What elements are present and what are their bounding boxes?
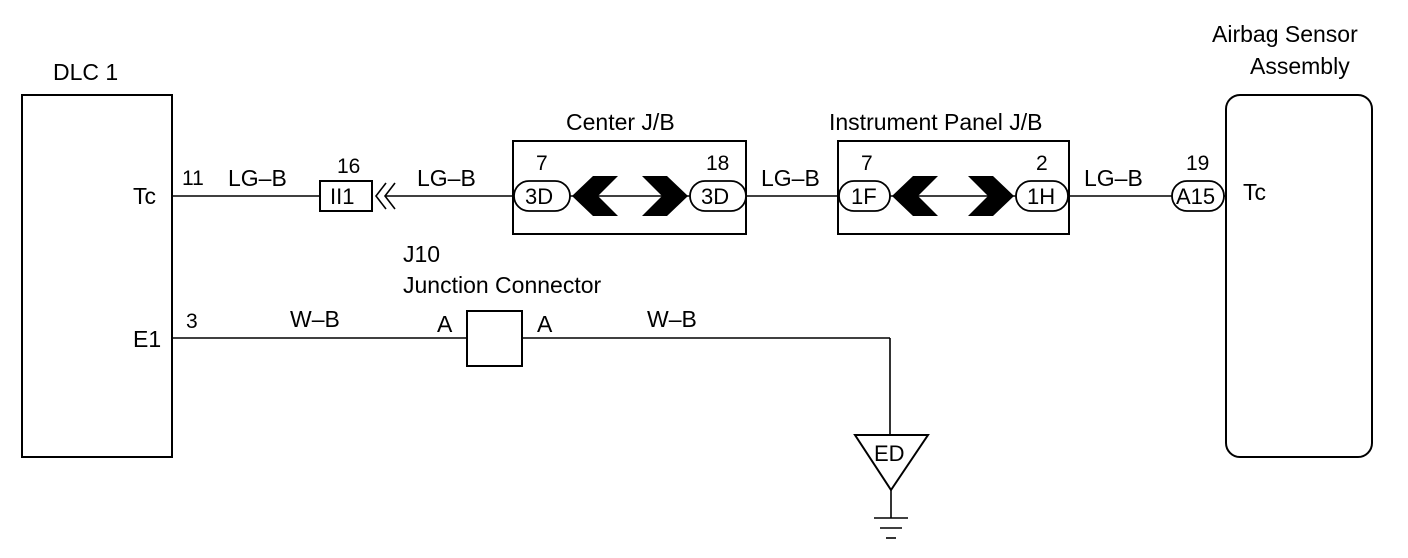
junction-code: J10 bbox=[403, 241, 440, 267]
instrument-jb-right-code: 1H bbox=[1027, 184, 1055, 209]
instrument-jb-left-connector bbox=[838, 180, 891, 212]
center-jb-right-code: 3D bbox=[701, 184, 729, 209]
instrument-panel-jb: Instrument Panel J/B 7 2 1F 1H bbox=[829, 109, 1070, 235]
tc-wire-color-1: LG–B bbox=[228, 165, 287, 191]
tc-wire-color-3: LG–B bbox=[761, 165, 820, 191]
inline-connector-pin-number: 16 bbox=[337, 155, 360, 178]
airbag-title-line1: Airbag Sensor bbox=[1212, 21, 1358, 47]
airbag-connector-code: A15 bbox=[1176, 184, 1215, 209]
dlc1-pin-e1-label: E1 bbox=[133, 326, 161, 352]
airbag-pin-label: Tc bbox=[1243, 179, 1266, 205]
dlc1-box bbox=[21, 94, 173, 458]
e1-wire-color-1: W–B bbox=[290, 306, 340, 332]
ground-triangle bbox=[853, 434, 930, 492]
airbag-pin-number: 19 bbox=[1186, 152, 1209, 175]
dlc1-pin-tc-label: Tc bbox=[133, 183, 156, 209]
center-jb-left-code: 3D bbox=[525, 184, 553, 209]
center-jb-left-connector bbox=[513, 180, 571, 212]
dlc1-component: DLC 1 Tc E1 11 3 bbox=[21, 59, 204, 458]
instrument-jb-title: Instrument Panel J/B bbox=[829, 109, 1043, 135]
airbag-box bbox=[1225, 94, 1373, 458]
tc-wire-color-4: LG–B bbox=[1084, 165, 1143, 191]
center-jb-right-connector bbox=[689, 180, 747, 212]
junction-name: Junction Connector bbox=[403, 272, 602, 298]
center-jb-title: Center J/B bbox=[566, 109, 675, 135]
center-jb-right-pin: 18 bbox=[706, 152, 729, 175]
tc-wire-color-2: LG–B bbox=[417, 165, 476, 191]
junction-connector-j10: J10 Junction Connector A A bbox=[403, 241, 602, 367]
instrument-jb-left-code: 1F bbox=[851, 184, 877, 209]
inline-connector-code: II1 bbox=[330, 184, 354, 209]
inline-connector-chevron-icon bbox=[374, 182, 396, 210]
dlc1-pin-tc-number: 11 bbox=[182, 167, 204, 190]
inline-connector-box bbox=[319, 180, 373, 212]
instrument-jb-left-chevron-icon bbox=[892, 176, 938, 216]
junction-left-pin: A bbox=[437, 311, 453, 337]
airbag-connector bbox=[1171, 180, 1225, 212]
instrument-jb-right-pin: 2 bbox=[1036, 152, 1048, 175]
center-jb: Center J/B 7 18 3D 3D bbox=[512, 109, 747, 235]
airbag-title-line2: Assembly bbox=[1250, 53, 1350, 79]
junction-box bbox=[466, 310, 523, 367]
tc-wire: LG–B LG–B LG–B LG–B bbox=[172, 165, 1228, 197]
airbag-sensor-assembly: Airbag Sensor Assembly 19 A15 Tc bbox=[1171, 21, 1373, 458]
ground-code: ED bbox=[874, 441, 905, 466]
dlc1-title: DLC 1 bbox=[53, 59, 118, 85]
instrument-jb-right-connector bbox=[1015, 180, 1069, 212]
dlc1-pin-e1-number: 3 bbox=[186, 310, 198, 333]
center-jb-left-pin: 7 bbox=[536, 152, 548, 175]
junction-right-pin: A bbox=[537, 311, 553, 337]
center-jb-right-chevron-icon bbox=[642, 176, 688, 216]
inline-connector-ii1: 16 II1 bbox=[319, 155, 396, 212]
instrument-jb-right-chevron-icon bbox=[968, 176, 1014, 216]
instrument-jb-left-pin: 7 bbox=[861, 152, 873, 175]
e1-wire: W–B W–B bbox=[172, 306, 891, 435]
e1-wire-color-2: W–B bbox=[647, 306, 697, 332]
center-jb-left-chevron-icon bbox=[572, 176, 618, 216]
ground-point-ed: ED bbox=[853, 434, 930, 539]
